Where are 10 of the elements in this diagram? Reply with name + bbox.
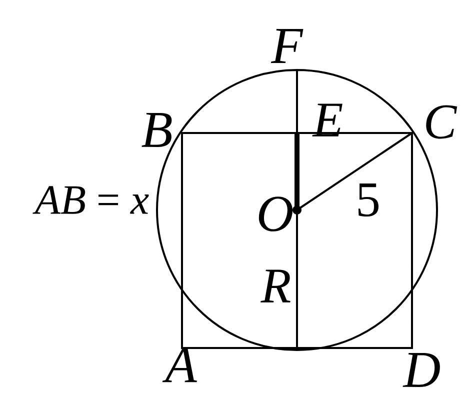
point-label: D [402, 353, 440, 387]
point-label: C [426, 105, 458, 139]
point-label: E [312, 104, 342, 136]
length-label: 5 [358, 183, 378, 217]
point-label: B [142, 112, 172, 148]
point-label: O [258, 196, 292, 232]
point-label: A [162, 348, 197, 382]
equation-label: AB = x [32, 186, 149, 214]
length-label: R [260, 270, 290, 302]
point-label: F [270, 29, 304, 63]
